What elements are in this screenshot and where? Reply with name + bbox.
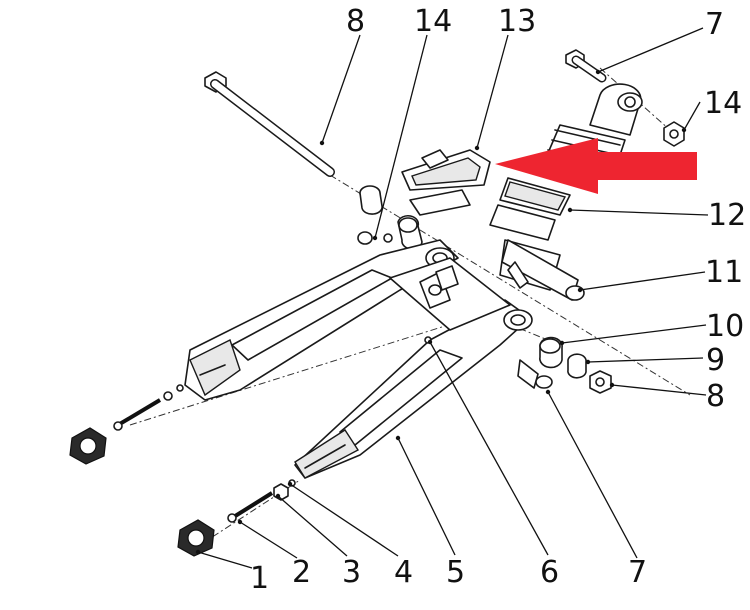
callout-5: 5 [446,555,465,590]
shock-nut [663,121,685,147]
callout-8-right: 8 [706,379,725,414]
callout-12: 12 [708,198,746,233]
shock-upper-bolt [565,49,607,83]
callout-14-right: 14 [704,86,742,121]
callout-7-bottom: 7 [628,555,647,590]
callout-2: 2 [292,555,311,590]
swingarm-lower-arm [294,299,533,479]
callout-6: 6 [540,555,559,590]
callout-4: 4 [394,555,413,590]
callout-7-top: 7 [705,7,724,42]
bushing-small [357,185,383,245]
callout-8-top: 8 [346,4,365,39]
callout-1: 1 [250,561,269,596]
callout-9: 9 [706,343,725,378]
callout-13: 13 [498,4,536,39]
chain-adjuster-left-top [69,427,107,465]
callout-3: 3 [342,555,361,590]
adjuster-hardware-top [113,384,184,431]
shock-lower-mount [501,239,585,301]
highlight-arrow [495,138,697,194]
adjuster-hardware-bottom [227,479,296,523]
pivot-sleeve [383,215,423,250]
callout-11: 11 [705,255,743,290]
callout-10: 10 [706,309,744,344]
callout-14-top: 14 [414,4,452,39]
chain-adjuster-left-bottom [177,519,215,557]
callout-labels: 8 14 13 7 14 12 11 10 9 8 7 6 5 4 3 2 1 [250,4,746,596]
leader-lines [197,27,709,569]
swingarm-cross-member [389,257,511,344]
axle-bolt-long [204,71,335,177]
pivot-hardware-right [517,336,612,394]
leader-dots [195,69,687,555]
swingarm-upper-arm [184,239,459,401]
chain-slider [401,149,491,216]
